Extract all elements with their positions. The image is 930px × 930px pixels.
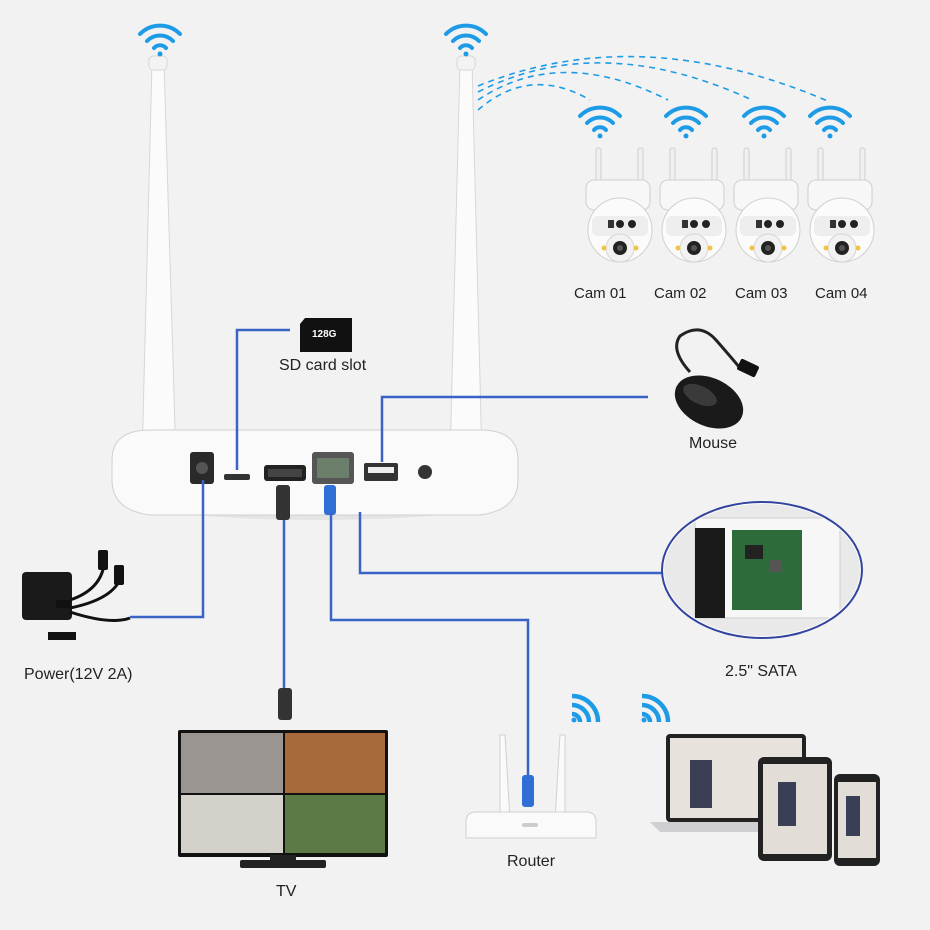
camera-icon xyxy=(733,105,801,263)
wifi-icon xyxy=(642,696,669,723)
hdmi-plug xyxy=(276,485,290,520)
tv-icon xyxy=(178,730,388,868)
router-icon xyxy=(465,734,597,839)
connector-lines xyxy=(130,328,662,780)
wifi-icon xyxy=(808,105,852,141)
wifi-icon xyxy=(138,23,182,59)
hard-drive-icon xyxy=(661,501,863,639)
camera-icon xyxy=(807,105,875,263)
sd-slot-label: SD card slot xyxy=(279,357,367,374)
wifi-icon xyxy=(742,105,786,141)
sd-card-icon xyxy=(300,318,352,352)
camera-label: Cam 03 xyxy=(735,285,788,302)
hdmi-plug xyxy=(278,688,292,720)
phone-icon xyxy=(834,774,880,866)
camera-label: Cam 04 xyxy=(815,285,868,302)
wifi-icon xyxy=(444,23,488,59)
camera-label: Cam 01 xyxy=(574,285,627,302)
mouse-icon xyxy=(674,328,759,429)
camera-label: Cam 02 xyxy=(654,285,707,302)
power-adapter-icon xyxy=(22,550,131,640)
router-label: Router xyxy=(507,853,556,870)
sd-card-capacity: 128G xyxy=(312,329,337,340)
mouse-label: Mouse xyxy=(689,435,738,452)
camera-icon xyxy=(578,105,653,263)
wifi-icon xyxy=(572,696,599,723)
lan-plug xyxy=(522,775,534,807)
signal-arcs xyxy=(477,55,831,111)
power-label: Power(12V 2A) xyxy=(24,666,133,683)
wifi-icon xyxy=(664,105,708,141)
wifi-icon xyxy=(578,105,622,141)
sata-label: 2.5" SATA xyxy=(725,663,797,680)
lan-plug xyxy=(324,485,336,515)
camera-icon xyxy=(659,105,727,263)
tv-label: TV xyxy=(276,883,297,900)
antenna-icon xyxy=(449,55,483,461)
nvr-device xyxy=(111,429,519,520)
tablet-icon xyxy=(758,757,832,861)
antenna-icon xyxy=(141,55,177,461)
